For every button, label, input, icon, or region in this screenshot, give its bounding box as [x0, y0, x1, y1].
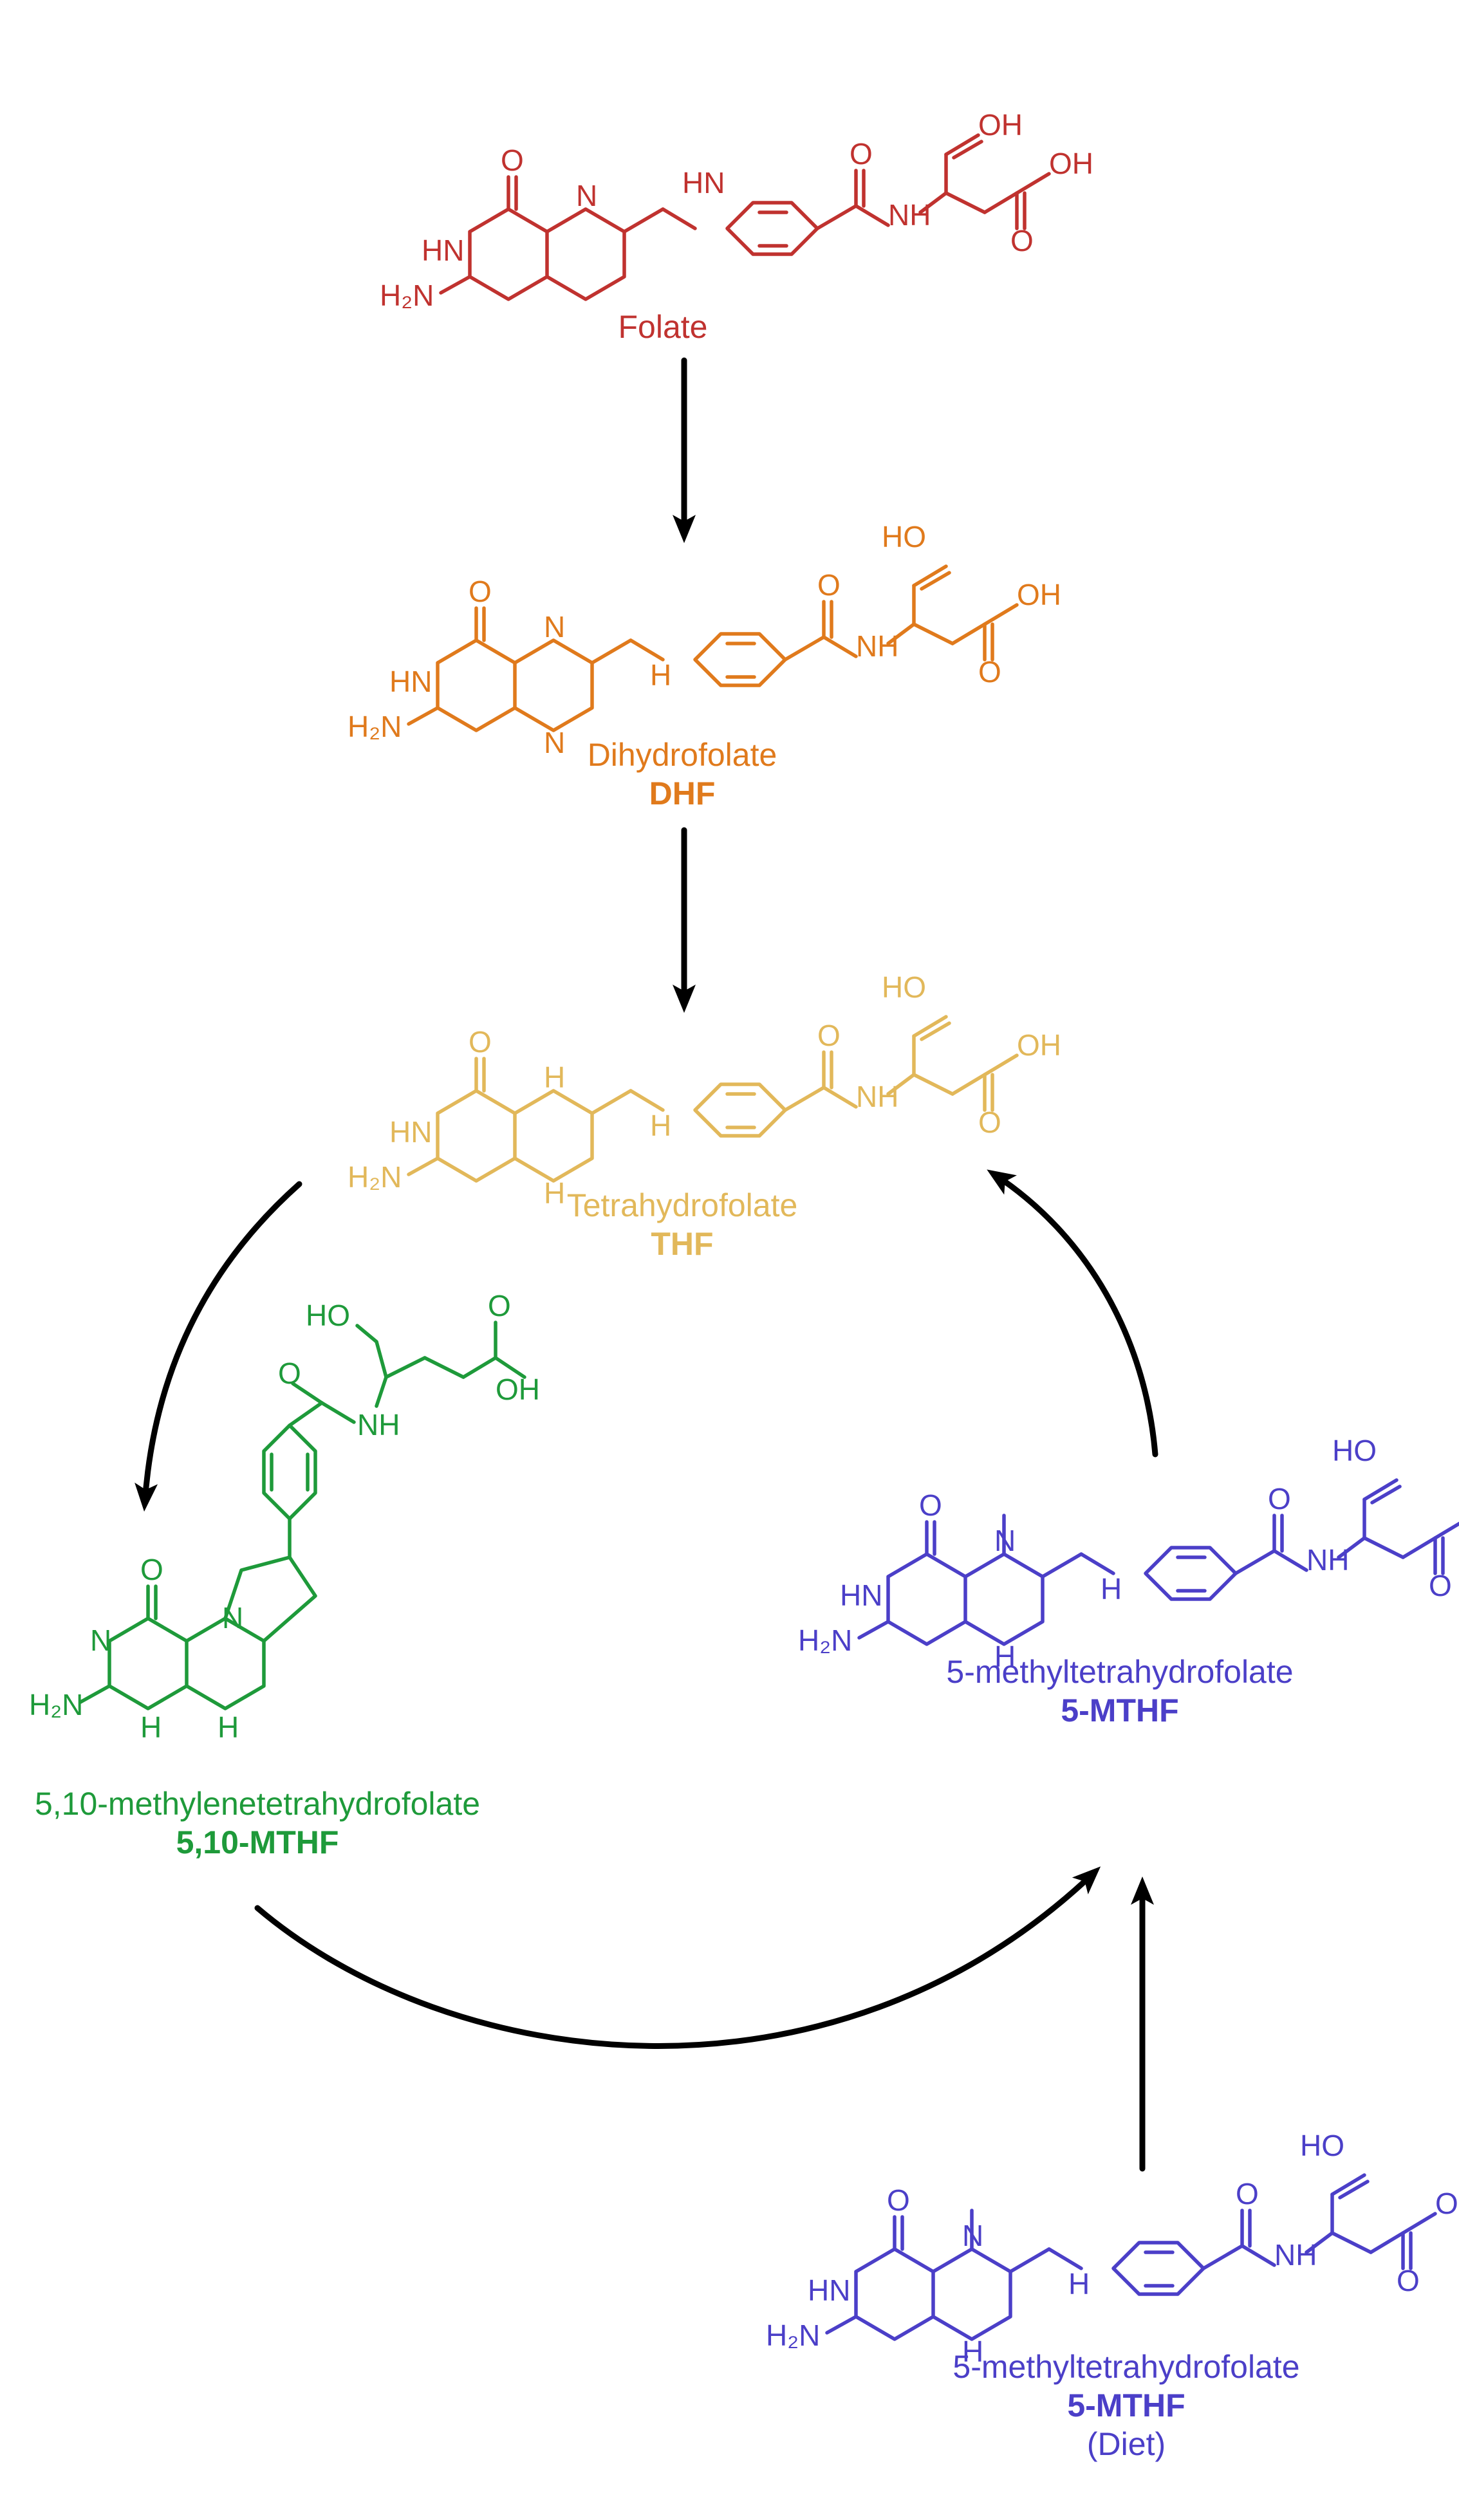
dhf-structure: O HN H₂N N N H O NH HO O OH [348, 520, 1061, 759]
mthf-5-diet-atom-h2n: H₂N [766, 2319, 820, 2352]
mthf-510-atom-h2n: H₂N [29, 1688, 83, 1721]
mthf-5-diet-atom-nh-link: H [1068, 2267, 1090, 2301]
thf-atom-nh1: H [544, 1061, 565, 1094]
folate-skeleton-template [0, 0, 579, 68]
mthf-5-atom-n5: N [994, 1524, 1016, 1557]
dhf-label: Dihydrofolate [588, 737, 777, 773]
dhf-atom-nh-link: H [650, 658, 671, 692]
dhf-atom-o2: O [817, 568, 841, 602]
dhf-atom-oh: OH [1017, 578, 1061, 611]
folate-atom-oh2: OH [1049, 147, 1093, 180]
thf-structure: O HN H₂N H H H O NH HO O OH [348, 970, 1061, 1210]
mthf-510-atom-o1: O [140, 1553, 163, 1586]
mthf-5-atom-o2: O [1268, 1482, 1291, 1515]
mthf-5-atom-nh-link: H [1101, 1572, 1122, 1606]
thf-abbr: THF [651, 1226, 713, 1262]
mthf-510-atom-nh: NH [357, 1408, 400, 1441]
mthf-5-atom-o3: O [1429, 1569, 1452, 1602]
mthf-5-diet-atom-n5: N [962, 2219, 983, 2252]
mthf-510-atom-ho: HO [306, 1299, 350, 1332]
mthf-510-atoms: O N H₂N N H H O NH HO O OH [29, 1289, 540, 1744]
arrow-510mthf-to-5mthf [254, 1866, 1101, 2049]
mthf-5-abbr: 5-MTHF [1061, 1692, 1178, 1728]
mthf-5-diet-atom-o3: O [1397, 2264, 1420, 2297]
mthf-5-diet-atom-o1: O [887, 2183, 910, 2217]
mthf-510-atom-h1: H [140, 1710, 162, 1744]
folate-atom-o1: O [501, 144, 524, 177]
mthf-5-diet-atom-oh: OH [1435, 2187, 1459, 2220]
mthf-5-diet-structure: O HN H₂N N H H O NH HO O OH [766, 2129, 1459, 2368]
thf-atom-oh: OH [1017, 1028, 1061, 1062]
dhf-atom-nh: N [544, 726, 565, 759]
thf-atom-nh-amide: NH [856, 1080, 898, 1113]
mthf-5-diet-label: 5-methyltetrahydrofolate [953, 2349, 1299, 2385]
folate-atom-nh-link: HN [682, 166, 725, 199]
thf-atom-h2n: H₂N [348, 1160, 402, 1194]
thf-atom-nh2: H [544, 1176, 565, 1210]
mthf-510-atom-h2: H [218, 1710, 239, 1744]
folate-structure: O HN H₂N N HN O NH OH O OH [380, 108, 1093, 312]
folate-atom-o2: O [850, 137, 873, 171]
mthf-510-label: 5,10-methylenetetrahydrofolate [35, 1786, 480, 1822]
dhf-atom-n1: N [544, 610, 565, 644]
dhf-atom-hn: HN [389, 665, 432, 698]
thf-atom-o1: O [469, 1025, 492, 1059]
mthf-510-atom-o2: O [278, 1357, 301, 1390]
dhf-atom-o3: O [978, 655, 1001, 689]
mthf-5-structure: O HN H₂N N H H O NH HO O OH [798, 1434, 1459, 1673]
mthf-5-label: 5-methyltetrahydrofolate [946, 1654, 1293, 1690]
folate-atom-hn: HN [422, 234, 464, 267]
mthf-5-atom-nh: H [994, 1640, 1016, 1673]
mthf-510-atom-o3: O [488, 1289, 511, 1322]
mthf-5-atom-h2n: H₂N [798, 1624, 852, 1657]
folate-atom-oh1: OH [978, 108, 1023, 142]
mthf-510-atom-n1: N [90, 1624, 111, 1657]
mthf-5-diet-abbr: 5-MTHF [1067, 2387, 1185, 2423]
mthf-5-atom-hn: HN [840, 1579, 882, 1612]
mthf-5-diet-atom-ho: HO [1300, 2129, 1344, 2162]
thf-atom-o3: O [978, 1106, 1001, 1139]
arrow-5mthf-to-thf [987, 1169, 1158, 1458]
mthf-510-abbr: 5,10-MTHF [176, 1824, 339, 1860]
folate-label: Folate [618, 309, 708, 345]
thf-atom-o2: O [817, 1019, 841, 1052]
mthf-5-atom-ho: HO [1332, 1434, 1377, 1467]
mthf-510-atom-n-ring: N [222, 1601, 243, 1635]
folate-atom-h2n: H₂N [380, 279, 434, 312]
mthf-5-atom-nh-amide: NH [1306, 1543, 1349, 1577]
arrow-thf-to-510mthf [135, 1181, 302, 1512]
dhf-abbr: DHF [649, 775, 716, 811]
mthf-5-diet-atom-nh: H [962, 2335, 983, 2368]
mthf-5-diet-atom-nh-amide: NH [1274, 2238, 1317, 2272]
mthf-510-structure [79, 1320, 526, 1710]
dhf-atom-ho: HO [882, 520, 926, 553]
thf-atom-hn: HN [389, 1115, 432, 1149]
folate-atom-o3: O [1010, 224, 1034, 257]
thf-atom-ho: HO [882, 970, 926, 1004]
dhf-atom-o1: O [469, 575, 492, 608]
dhf-atom-nh-amide: NH [856, 629, 898, 663]
dhf-atom-h2n: H₂N [348, 710, 402, 743]
folate-atom-nh-amide: NH [888, 198, 931, 232]
mthf-5-diet-atom-o2: O [1236, 2177, 1259, 2210]
thf-atom-nh-link: H [650, 1109, 671, 1142]
mthf-5-atom-o1: O [919, 1488, 942, 1522]
mthf-510-atom-oh: OH [496, 1373, 540, 1406]
folate-atom-n1: N [576, 179, 597, 212]
thf-label: Tetrahydrofolate [567, 1187, 798, 1223]
mthf-5-diet-note: (Diet) [1087, 2426, 1166, 2462]
mthf-5-diet-atom-hn: HN [808, 2274, 850, 2307]
